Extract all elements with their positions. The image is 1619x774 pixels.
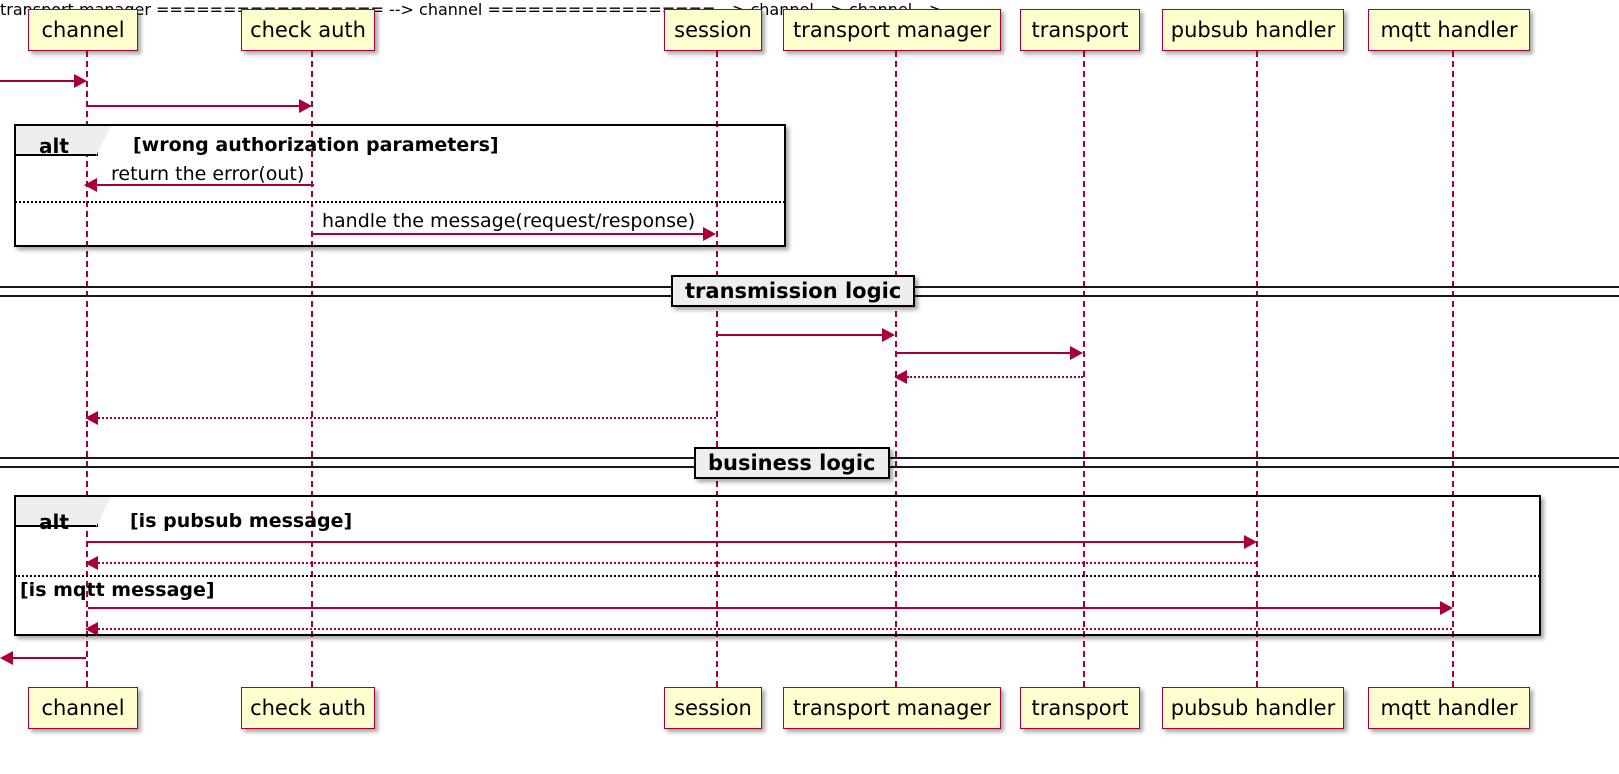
participant-label: check auth: [250, 17, 366, 42]
participant-label: channel: [41, 695, 125, 720]
alt-frame-authorization: [14, 124, 786, 247]
participant-label: pubsub handler: [1170, 695, 1336, 720]
participant-label: mqtt handler: [1380, 695, 1518, 720]
message-line-m10[interactable]: [98, 562, 1256, 564]
message-label-m3: return the error(out): [111, 163, 305, 185]
separator-label: transmission logic: [685, 279, 902, 303]
participant-label: session: [674, 695, 752, 720]
participant-box-channel-bottom[interactable]: channel: [28, 687, 138, 729]
message-arrowhead-m1: [74, 74, 87, 88]
participant-label: transport: [1031, 695, 1129, 720]
lifeline-session: [716, 51, 718, 687]
participant-label: session: [674, 17, 752, 42]
message-arrowhead-m4: [703, 227, 716, 241]
message-line-m5[interactable]: [717, 334, 883, 336]
alt-frame-divider-authorization: [15, 201, 785, 203]
participant-box-transport-bottom[interactable]: transport: [1020, 687, 1140, 729]
separator-box-transmission-logic: transmission logic: [671, 275, 916, 307]
participant-label: transport manager: [792, 695, 992, 720]
message-line-m1[interactable]: [0, 80, 74, 82]
message-arrowhead-m3: [84, 178, 97, 192]
message-line-m8[interactable]: [98, 417, 716, 419]
message-arrowhead-m5: [882, 328, 895, 342]
participant-label: mqtt handler: [1380, 17, 1518, 42]
alt-frame-business: [14, 495, 1541, 636]
participant-box-channel-top[interactable]: channel: [28, 9, 138, 51]
participant-box-session-bottom[interactable]: session: [664, 687, 762, 729]
alt-frame-tab: [16, 497, 111, 527]
message-arrowhead-m2: [299, 99, 312, 113]
message-line-m7[interactable]: [907, 376, 1083, 378]
alt-frame-condition-pubsub: [is pubsub message]: [130, 510, 353, 532]
lifeline-mqtt-handler: [1452, 51, 1454, 687]
alt-frame-condition-mqtt: [is mqtt message]: [20, 579, 215, 601]
lifeline-transport: [1083, 51, 1085, 687]
message-line-m4[interactable]: [312, 233, 704, 235]
message-line-m6[interactable]: [896, 352, 1071, 354]
participant-box-pubsub-handler-bottom[interactable]: pubsub handler: [1162, 687, 1344, 729]
message-arrowhead-m12: [85, 622, 98, 636]
message-arrowhead-m13: [0, 651, 13, 665]
participant-box-transport-top[interactable]: transport: [1020, 9, 1140, 51]
participant-box-transport-manager-bottom[interactable]: transport manager: [783, 687, 1001, 729]
lifeline-transport-manager: [895, 51, 897, 687]
participant-box-check-auth-top[interactable]: check auth: [241, 9, 375, 51]
message-label-m4: handle the message(request/response): [322, 210, 696, 232]
message-arrowhead-m8: [85, 411, 98, 425]
alt-frame-tab: [16, 126, 111, 156]
message-arrowhead-m7: [894, 370, 907, 384]
message-line-m3[interactable]: [97, 184, 314, 186]
alt-frame-divider-business: [15, 575, 1540, 577]
message-arrowhead-m10: [85, 556, 98, 570]
message-line-m9[interactable]: [88, 541, 1245, 543]
message-arrowhead-m9: [1244, 535, 1257, 549]
participant-label: transport: [1031, 17, 1129, 42]
participant-label: transport manager: [792, 17, 992, 42]
alt-frame-type-label: alt: [39, 134, 69, 158]
message-line-m12[interactable]: [98, 628, 1452, 630]
alt-frame-type-label-business: alt: [39, 510, 69, 534]
participant-label: channel: [41, 17, 125, 42]
separator-label: business logic: [708, 451, 876, 475]
participant-box-mqtt-handler-bottom[interactable]: mqtt handler: [1368, 687, 1530, 729]
participant-box-check-auth-bottom[interactable]: check auth: [241, 687, 375, 729]
participant-box-mqtt-handler-top[interactable]: mqtt handler: [1368, 9, 1530, 51]
message-line-m11[interactable]: [88, 607, 1441, 609]
participant-box-pubsub-handler-top[interactable]: pubsub handler: [1162, 9, 1344, 51]
message-line-m13[interactable]: [13, 657, 86, 659]
alt-frame-condition-wrong-auth: [wrong authorization parameters]: [133, 134, 499, 156]
message-line-m2[interactable]: [88, 105, 300, 107]
lifeline-channel: [86, 51, 88, 687]
participant-label: pubsub handler: [1170, 17, 1336, 42]
lifeline-pubsub-handler: [1256, 51, 1258, 687]
participant-box-session-top[interactable]: session: [664, 9, 762, 51]
separator-box-business-logic: business logic: [694, 447, 890, 479]
participant-box-transport-manager-top[interactable]: transport manager: [783, 9, 1001, 51]
message-arrowhead-m11: [1440, 601, 1453, 615]
message-arrowhead-m6: [1070, 346, 1083, 360]
participant-label: check auth: [250, 695, 366, 720]
lifeline-check-auth: [311, 51, 313, 687]
